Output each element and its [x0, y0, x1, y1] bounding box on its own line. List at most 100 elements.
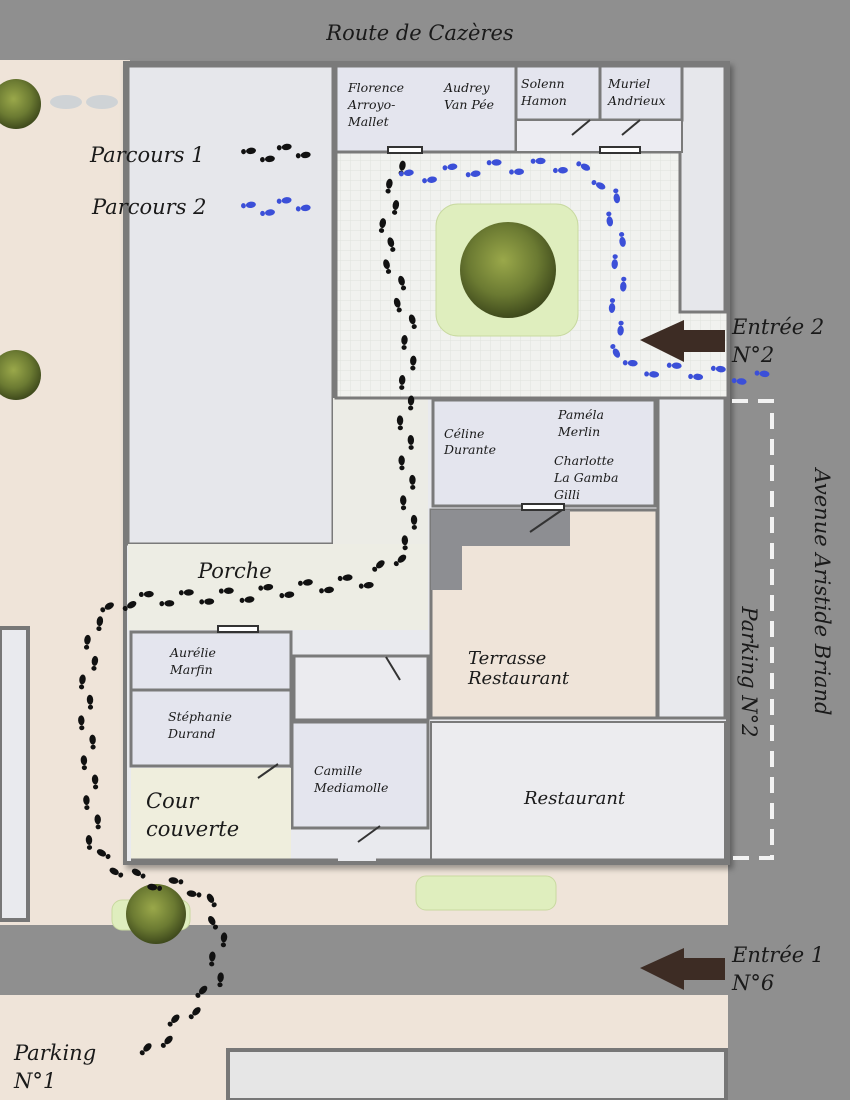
west-building-edge — [0, 626, 30, 922]
legend-route-1-label: Parcours 1 — [89, 143, 205, 167]
tree-icon — [460, 222, 556, 318]
footstep-icon — [422, 176, 437, 184]
office-florence-audrey — [334, 64, 518, 154]
footstep-icon — [239, 596, 255, 604]
footstep-icon — [89, 734, 96, 750]
legend-route-2-footsteps-icon — [241, 197, 311, 217]
footstep-icon — [666, 362, 682, 369]
footstep-icon — [83, 634, 91, 650]
office-stephanie — [129, 688, 293, 768]
parking-2-label: Parking N°2 — [737, 605, 761, 737]
office-charlotte-line-1: Charlotte — [554, 453, 614, 468]
footstep-icon — [710, 365, 726, 373]
covered-court-label-line-1: Cour — [146, 789, 200, 813]
footstep-icon — [96, 616, 104, 632]
footstep-icon — [160, 1035, 173, 1048]
footstep-icon — [337, 574, 353, 582]
footstep-icon — [378, 218, 387, 233]
footstep-icon — [509, 168, 524, 175]
footstep-icon — [279, 591, 295, 599]
footstep-icon — [688, 373, 704, 381]
footstep-icon — [606, 211, 614, 227]
footstep-icon — [409, 474, 416, 490]
footstep-icon — [80, 755, 88, 771]
footstep-icon — [731, 378, 747, 385]
footstep-icon — [610, 344, 621, 358]
footstep-icon — [168, 877, 184, 885]
office-camille-line-1: Camille — [314, 763, 362, 778]
footstep-icon — [644, 371, 660, 378]
terrace-label-line-1: Terrasse — [468, 648, 546, 669]
office-labels: Florence Arroyo- Mallet Audrey Van Pée S… — [167, 76, 666, 795]
footstep-icon — [358, 581, 374, 589]
footstep-icon — [553, 167, 568, 174]
office-audrey-line-1: Audrey — [443, 80, 490, 95]
office-celine-pamela — [431, 398, 657, 508]
footstep-icon — [410, 355, 417, 371]
parking-2-marking — [732, 399, 774, 860]
footstep-icon — [218, 587, 234, 594]
footstep-icon — [396, 415, 404, 431]
entrance-1-number: N°6 — [731, 971, 774, 995]
footstep-icon — [530, 157, 546, 165]
covered-court — [131, 768, 291, 860]
footstep-icon — [199, 598, 215, 605]
east-wing — [678, 64, 727, 314]
street-east: Avenue Aristide Briand — [810, 467, 834, 716]
footstep-icon — [591, 179, 606, 190]
footstep-icon — [393, 554, 407, 567]
footstep-icon — [387, 237, 396, 252]
footstep-icon — [178, 589, 194, 596]
footstep-icon — [319, 586, 334, 594]
footstep-icon — [260, 155, 275, 163]
stairs — [431, 510, 570, 590]
office-solenn-line-2: Hamon — [520, 93, 567, 108]
footstep-icon — [383, 259, 392, 274]
office-florence-line-3: Mallet — [347, 114, 390, 129]
footstep-icon — [407, 395, 415, 411]
footstep-icon — [159, 600, 175, 607]
footstep-icon — [167, 1014, 180, 1027]
footstep-icon — [442, 163, 458, 171]
legend-route-2-label: Parcours 2 — [91, 195, 207, 219]
office-aurelie — [129, 630, 293, 692]
legend-route-1-footsteps-icon — [241, 143, 311, 163]
office-camille-line-2: Mediamolle — [313, 780, 388, 795]
stepping-stone-icon — [86, 95, 118, 109]
footstep-icon — [186, 890, 202, 898]
parking-1-number: N°1 — [13, 1069, 56, 1093]
footstep-icon — [619, 232, 626, 247]
footstep-icon — [754, 370, 770, 378]
footstep-icon — [122, 601, 137, 612]
porch-label: Porche — [197, 559, 272, 583]
entrance-1-arrow-icon — [640, 948, 725, 990]
office-charlotte-line-3: Gilli — [554, 487, 580, 502]
footstep-icon — [401, 535, 409, 551]
footstep-icon — [465, 170, 481, 178]
office-muriel — [598, 64, 684, 122]
office-stephanie-line-2: Durand — [167, 726, 216, 741]
footstep-icon — [91, 774, 99, 790]
entrance-2-title: Entrée 2 — [731, 315, 824, 339]
covered-court-label-line-2: couverte — [146, 817, 239, 841]
footstep-icon — [241, 201, 256, 209]
office-florence-line-2: Arroyo- — [347, 97, 395, 112]
footstep-icon — [96, 849, 111, 860]
footstep-icon — [83, 795, 90, 810]
footstep-icon — [258, 583, 274, 591]
footstep-icon — [410, 514, 418, 530]
footstep-icon — [85, 835, 93, 850]
west-wing — [126, 64, 335, 546]
footstep-icon — [407, 435, 415, 450]
footstep-icon — [613, 188, 621, 204]
footstep-icon — [147, 883, 163, 891]
office-muriel-line-2: Andrieux — [607, 93, 666, 108]
tree-icon — [126, 884, 186, 944]
office-florence-line-1: Florence — [347, 80, 404, 95]
entrance-2-arrow-icon — [640, 320, 725, 362]
planter-south — [415, 875, 557, 911]
footstep-icon — [385, 178, 393, 194]
footstep-icon — [608, 298, 616, 313]
footstep-icon — [276, 143, 292, 151]
footstep-icon — [109, 867, 124, 878]
